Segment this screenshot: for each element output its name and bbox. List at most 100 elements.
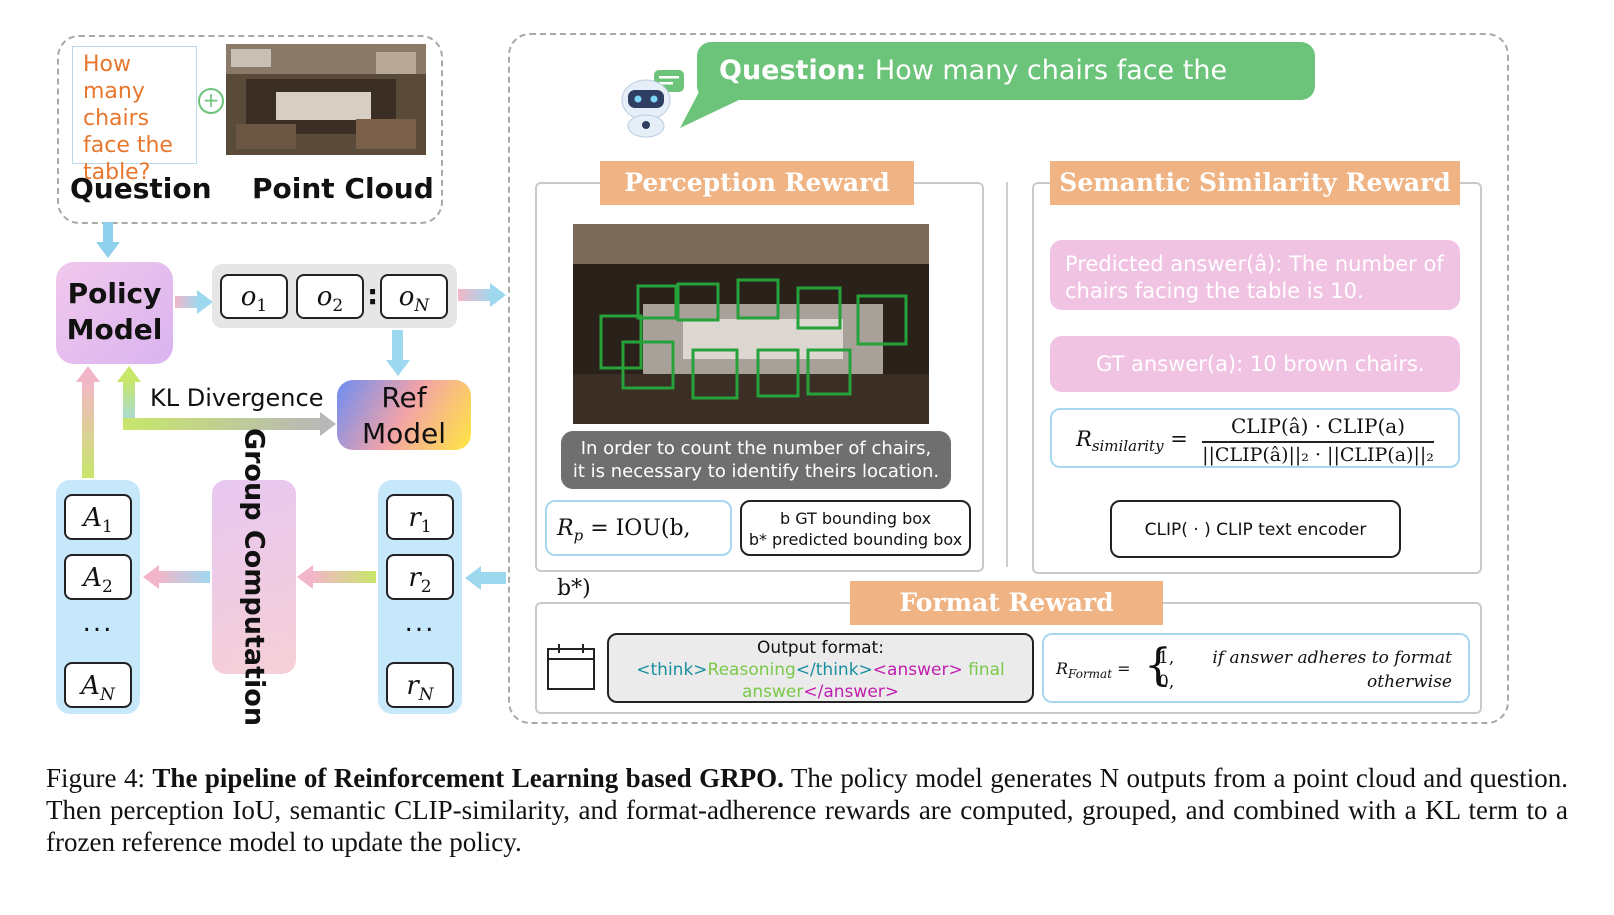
o1-sub: 1	[256, 296, 268, 317]
advantage-a2: A2	[64, 554, 132, 600]
speech-prefix: Question:	[719, 55, 867, 86]
reward-panel	[508, 33, 1509, 724]
group-label: Group Computation	[238, 427, 270, 727]
point-cloud-thumbnail	[226, 44, 426, 155]
arrow-policy-to-outputs	[175, 296, 199, 308]
sim-sub: similarity	[1091, 437, 1164, 456]
group-computation: Group Computation	[212, 428, 296, 726]
ref-model: Ref Model	[337, 380, 471, 450]
rN-sub: N	[418, 685, 434, 706]
sim-numerator: CLIP(â) · CLIP(a)	[1230, 414, 1405, 438]
kl-arrow-head-up	[117, 366, 141, 382]
final-answer-text: final answer	[741, 660, 1005, 702]
semantic-title: Semantic Similarity Reward	[1050, 161, 1460, 205]
panel-divider	[1006, 182, 1008, 567]
perception-caption-line2: it is necessary to identify theirs locat…	[572, 461, 940, 482]
reward-r1: r1	[386, 494, 454, 540]
advantage-a1: A1	[64, 494, 132, 540]
figure-body: The policy model generates N outputs fro…	[46, 763, 1568, 857]
answer-close-tag: </answer>	[803, 682, 900, 702]
figure-bold-title: The pipeline of Reinforcement Learning b…	[152, 763, 784, 793]
kl-label: KL Divergence	[150, 384, 324, 412]
output-o2: o2	[296, 274, 364, 319]
arrow-outputs-to-ref	[392, 330, 403, 362]
input-group	[57, 35, 443, 224]
reward-r2: r2	[386, 554, 454, 600]
gt-answer: GT answer(a): 10 brown chairs.	[1096, 352, 1425, 376]
clip-note: CLIP( · ) CLIP text encoder	[1110, 500, 1401, 558]
arrow-head-left-2	[297, 565, 313, 589]
rewards-dots: ...	[404, 608, 436, 638]
arrow-head-down-2	[386, 360, 410, 376]
question-caption: Question	[70, 172, 212, 205]
speech-bubble: Question: How many chairs face the table…	[697, 42, 1315, 144]
question-text-box: How many chairs face the table?	[72, 46, 197, 185]
ref-line1: Ref	[381, 381, 427, 414]
arrow-head-up-2	[76, 366, 100, 382]
kl-arrow-vertical	[123, 380, 135, 430]
similarity-formula: Rsimilarity = CLIP(â) · CLIP(a) ||CLIP(â…	[1050, 408, 1460, 468]
format-case1-val: 1,	[1158, 648, 1175, 668]
perception-scene-image	[573, 224, 929, 424]
rN-label: r	[406, 671, 419, 701]
arrow-head-down	[96, 242, 120, 258]
output-format-box: Output format: <think>Reasoning</think><…	[607, 633, 1034, 703]
sim-fraction-bar	[1202, 441, 1434, 443]
advantage-aN: AN	[64, 662, 132, 708]
arrow-advantages-to-policy	[82, 380, 94, 478]
pointcloud-caption: Point Cloud	[252, 172, 434, 205]
format-lhs-wrap: RFormat =	[1056, 659, 1131, 682]
output-o1: o1	[220, 274, 288, 319]
reward-rN: rN	[386, 662, 454, 708]
think-open-tag: <think>	[636, 660, 708, 680]
perception-formula: Rp = IOU(b, b*)	[545, 500, 732, 601]
arrow-input-to-policy	[103, 222, 113, 244]
predicted-answer-box: Predicted answer(â): The number of chair…	[1050, 240, 1460, 310]
r2-label: r	[408, 563, 421, 593]
output-oN: oN	[380, 274, 448, 319]
outputs-separator: :	[367, 278, 379, 311]
output-format-title: Output format:	[757, 638, 884, 658]
arrow-head-right-2	[490, 283, 506, 307]
plus-icon: +	[198, 88, 224, 114]
aN-sub: N	[99, 685, 115, 706]
o2-sub: 2	[332, 296, 344, 317]
rp-sub: p	[573, 526, 584, 545]
sim-symbol: R	[1076, 427, 1092, 451]
kl-arrow-head-right	[320, 412, 336, 436]
r1-label: r	[408, 503, 421, 533]
perception-note-line1: b GT bounding box	[779, 509, 932, 528]
policy-line2: Model	[66, 313, 163, 346]
r1-sub: 1	[420, 517, 432, 538]
calendar-icon	[547, 644, 595, 690]
format-case2-cond: otherwise	[1367, 672, 1452, 692]
robot-icon	[621, 70, 684, 138]
predicted-line1: Predicted answer(â): The number of	[1065, 252, 1444, 276]
predicted-line2: chairs facing the table is 10.	[1065, 279, 1364, 303]
think-close-tag: </think>	[795, 660, 873, 680]
arrow-head-left-3	[465, 566, 481, 590]
ref-line2: Model	[361, 417, 447, 450]
a1-label: A	[83, 503, 102, 533]
format-symbol: R	[1056, 659, 1069, 678]
oN-sub: N	[414, 296, 430, 317]
perception-caption-line1: In order to count the number of chairs,	[580, 438, 932, 459]
advantages-dots: ...	[82, 608, 114, 638]
perception-note: b GT bounding box b* predicted bounding …	[740, 500, 971, 556]
sim-denominator: ||CLIP(â)||₂ · ||CLIP(a)||₂	[1202, 444, 1434, 466]
kl-arrow-horizontal	[123, 418, 323, 430]
format-sub: Format	[1068, 667, 1113, 682]
format-title: Format Reward	[850, 581, 1163, 625]
format-formula: RFormat = { 1, 0, if answer adheres to f…	[1042, 633, 1470, 703]
a1-sub: 1	[101, 517, 113, 538]
format-case2-val: 0,	[1158, 672, 1175, 692]
speech-text: How many chairs face the table?	[719, 55, 1228, 144]
oN-label: o	[398, 282, 415, 312]
sim-lhs-wrap: Rsimilarity =	[1076, 427, 1188, 456]
answer-open-tag: <answer>	[872, 660, 963, 680]
reasoning-text: Reasoning	[707, 660, 796, 680]
aN-label: A	[81, 671, 100, 701]
perception-title: Perception Reward	[600, 161, 914, 205]
gt-answer-box: GT answer(a): 10 brown chairs.	[1050, 336, 1460, 392]
question-text: How many chairs face the table?	[83, 52, 173, 185]
